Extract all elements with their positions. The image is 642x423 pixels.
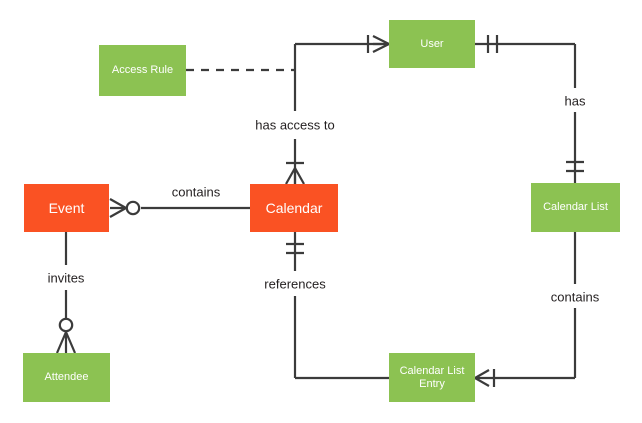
entity-event[interactable]: Event bbox=[24, 184, 109, 232]
relationship-label-has-access-to: has access to bbox=[255, 119, 335, 132]
invites-text: invites bbox=[47, 270, 85, 286]
contains-list-entry-text: contains bbox=[550, 289, 600, 305]
entity-user[interactable]: User bbox=[389, 20, 475, 68]
crowsfoot-event-contains bbox=[109, 198, 127, 218]
has-text: has bbox=[564, 93, 586, 109]
relationship-label-contains-list-entry: contains bbox=[551, 291, 599, 304]
entity-calendar[interactable]: Calendar bbox=[250, 184, 338, 232]
crowsfoot-user-has-access bbox=[372, 35, 390, 53]
entity-calendar-list[interactable]: Calendar List bbox=[531, 183, 620, 232]
entity-access-rule[interactable]: Access Rule bbox=[99, 45, 186, 96]
relationship-label-references: references bbox=[264, 278, 325, 291]
entity-attendee-label: Attendee bbox=[44, 371, 89, 384]
entity-calendar-list-label: Calendar List bbox=[543, 201, 608, 214]
entity-user-label: User bbox=[420, 37, 444, 50]
entity-event-label: Event bbox=[48, 199, 85, 216]
entity-calendar-label: Calendar bbox=[265, 199, 323, 216]
cardinality-circle-event-contains bbox=[125, 200, 141, 216]
crowsfoot-entry-contains bbox=[474, 369, 490, 387]
entity-calendar-list-entry[interactable]: Calendar List Entry bbox=[389, 353, 475, 402]
entity-calendar-list-entry-label: Calendar List Entry bbox=[399, 364, 465, 390]
relationship-label-contains-event-calendar: contains bbox=[172, 186, 220, 199]
crowsfoot-attendee-invites bbox=[55, 331, 77, 354]
has-access-to-text: has access to bbox=[255, 117, 335, 133]
contains-event-calendar-text: contains bbox=[171, 184, 221, 200]
entity-access-rule-label: Access Rule bbox=[111, 64, 174, 77]
relationship-label-has: has bbox=[565, 95, 586, 108]
cardinality-circle-attendee-invites bbox=[58, 317, 74, 333]
relationship-label-invites: invites bbox=[48, 272, 85, 285]
references-text: references bbox=[264, 276, 326, 292]
entity-attendee[interactable]: Attendee bbox=[23, 353, 110, 402]
crowsfoot-calendar-has-access bbox=[285, 167, 305, 185]
